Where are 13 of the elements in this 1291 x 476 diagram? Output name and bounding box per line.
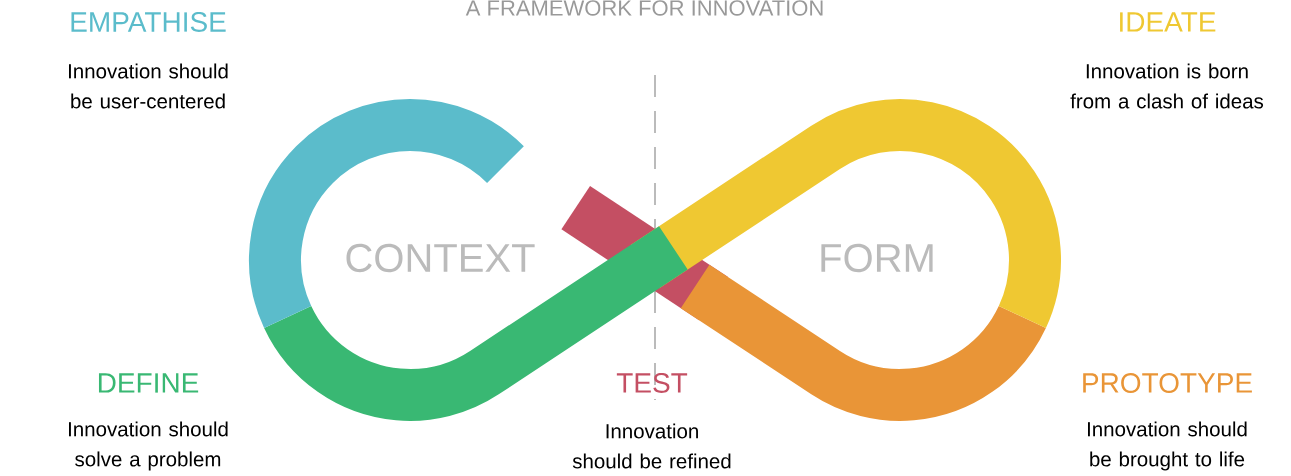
stage-description: Innovation should be refined	[572, 423, 731, 469]
stage-description: Innovation should solve a problem	[69, 421, 228, 471]
stage-heading: PROTOTYPE	[1083, 373, 1252, 393]
stage-heading: EMPATHISE	[71, 12, 226, 32]
stage-heading: IDEATE	[1120, 12, 1216, 32]
title: A FRAMEWORK FOR INNOVATION	[465, 0, 823, 16]
stage-heading: TEST	[616, 373, 688, 393]
loop-label: FORM	[821, 243, 933, 273]
loop-label: CONTEXT	[346, 243, 535, 273]
stage-heading: DEFINE	[98, 373, 199, 393]
stage-description: Innovation is born from a clash of ideas	[1070, 63, 1264, 109]
stage-description: Innovation should be user-centered	[69, 63, 228, 109]
stage-description: Innovation should be brought to life	[1087, 421, 1247, 471]
